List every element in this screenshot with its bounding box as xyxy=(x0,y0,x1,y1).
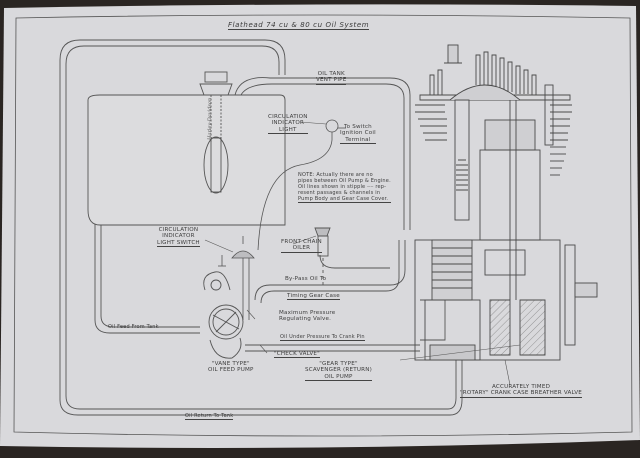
label-note: NOTE: Actually there are no pipes betwee… xyxy=(298,172,391,203)
label-check-valve: "CHECK VALVE" xyxy=(274,351,320,359)
spark-plug xyxy=(447,44,459,64)
cooling-fins xyxy=(429,51,537,95)
front-chain-oiler xyxy=(314,227,331,285)
oil-pipes xyxy=(59,39,463,416)
label-bypass: By-Pass Oil To xyxy=(285,276,327,282)
indicator-light xyxy=(257,119,346,251)
valve-guide xyxy=(454,99,470,221)
label-breather-valve: ACCURATELY TIMED "ROTARY" CRANK CASE BRE… xyxy=(460,384,583,398)
label-indicator-switch: CIRCULATION INDICATOR LIGHT SWITCH xyxy=(157,227,200,248)
indicator-switch xyxy=(218,236,255,320)
label-oil-from-tank: Oil Feed From Tank xyxy=(108,324,159,330)
sprocket-shaft xyxy=(574,282,598,298)
vane-pump xyxy=(203,271,244,359)
label-timing-gear-case: Timing Gear Case xyxy=(287,293,340,301)
label-vane-pump: "VANE TYPE" OIL FEED PUMP xyxy=(208,361,254,374)
oil-tank-brand-label: Harley-Davidson xyxy=(207,97,213,140)
crankcase xyxy=(414,239,598,361)
diagram-title: Flathead 74 cu & 80 cu Oil System xyxy=(228,21,370,30)
label-vent-pipe: OIL TANK VENT PIPE xyxy=(316,71,347,85)
label-to-switch: To Switch Ignition Coil Terminal xyxy=(340,124,376,145)
oil-tank xyxy=(87,71,286,226)
label-oil-return: Oil Return To Tank xyxy=(185,413,234,421)
label-max-pressure-valve: Maximum Pressure Regulating Valve. xyxy=(279,310,336,323)
leader-lines xyxy=(204,121,521,386)
label-oil-under-pressure: Oil Under Pressure To Crank Pin xyxy=(280,334,365,342)
label-gear-pump: "GEAR TYPE" SCAVENGER (RETURN) OIL PUMP xyxy=(305,361,372,382)
label-front-chain-oiler: FRONT CHAIN OILER xyxy=(281,239,322,253)
border-frame xyxy=(13,14,633,437)
label-indicator-light: CIRCULATION INDICATOR LIGHT xyxy=(268,114,308,135)
gear-pump xyxy=(429,344,476,361)
timing-gears xyxy=(431,239,473,301)
valve-spring xyxy=(456,159,468,191)
engine-cylinder xyxy=(415,44,572,300)
